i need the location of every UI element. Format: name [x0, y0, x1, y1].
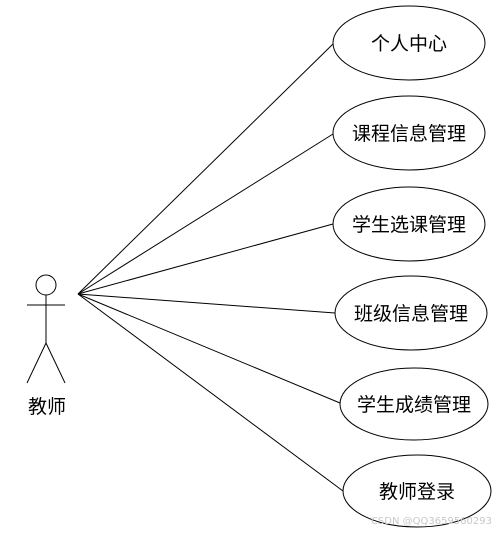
- use-case-label-course-selection: 学生选课管理: [352, 214, 466, 236]
- association-line: [77, 223, 334, 295]
- association-line: [77, 43, 334, 295]
- actor-left-leg: [26, 342, 47, 384]
- actor-label: 教师: [28, 396, 66, 418]
- use-case-ellipse: [332, 95, 486, 171]
- use-case-ellipse: [332, 5, 486, 81]
- association-line: [77, 293, 336, 314]
- use-case-ellipse: [332, 186, 486, 262]
- use-case-ellipse: [342, 454, 492, 528]
- use-case-label-teacher-login: 教师登录: [379, 481, 455, 503]
- use-cases: [332, 5, 492, 528]
- use-case-label-personal-center: 个人中心: [371, 33, 447, 55]
- actor-figure: [26, 274, 66, 384]
- association-line: [77, 293, 344, 492]
- use-case-ellipse: [334, 275, 488, 351]
- use-case-label-course-info: 课程信息管理: [352, 123, 466, 145]
- actor-right-leg: [45, 342, 66, 384]
- actor-head: [35, 274, 57, 296]
- watermark-text: CSDN @QQ3659560293: [371, 516, 492, 527]
- association-lines: [77, 43, 344, 492]
- use-case-label-grade-management: 学生成绩管理: [357, 394, 471, 416]
- association-line: [77, 293, 341, 404]
- use-case-ellipse: [339, 367, 489, 441]
- use-case-label-class-info: 班级信息管理: [354, 303, 468, 325]
- association-line: [77, 133, 334, 295]
